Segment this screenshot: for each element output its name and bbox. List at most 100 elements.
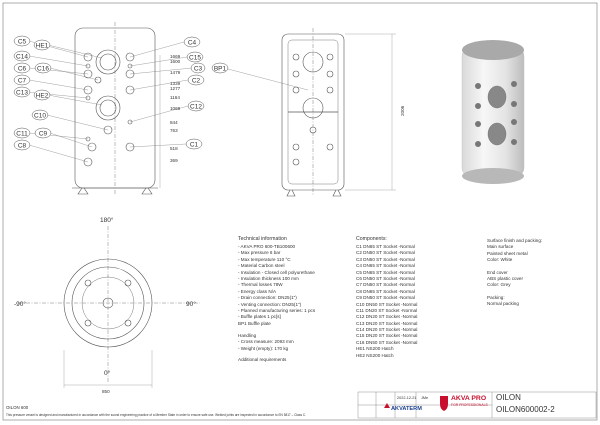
socket-c4 <box>125 52 135 62</box>
svg-text:C9: C9 <box>39 130 48 137</box>
callout: HE2 <box>33 89 51 101</box>
hatch-he1-inner <box>99 53 117 71</box>
list-item: Color: White <box>487 257 513 263</box>
socket-c16 <box>94 76 102 84</box>
socket-c9 <box>87 142 97 152</box>
plan-view <box>18 226 200 388</box>
render-hatch <box>487 85 507 109</box>
callout-bp1: BP1 <box>211 62 229 74</box>
height-label: 1339 <box>170 81 181 86</box>
list-item: - AKVA PRO 600-TB100600 <box>238 244 296 249</box>
packing-value: Normal packing <box>487 301 519 307</box>
socket-c8 <box>83 157 93 167</box>
svg-text:C11: C11 <box>16 130 28 137</box>
list-item: HE2 NS200 Hatch <box>356 352 394 358</box>
callout: C1 <box>185 138 203 150</box>
callout: C16 <box>34 62 52 74</box>
socket-c5 <box>83 52 93 62</box>
list-item: C16 DN50 ST Socket -Normal <box>356 339 418 345</box>
svg-text:BP1: BP1 <box>214 65 227 72</box>
list-item: C4 DN65 ST Socket -Normal <box>356 263 415 269</box>
list-item: - Planned manufacturing series: 1 pcs <box>238 307 316 313</box>
svg-text:C12: C12 <box>190 103 202 110</box>
list-item: C10 DN50 ST Socket -Normal <box>356 301 418 307</box>
list-item: C1 DN65 ST Socket -Normal <box>356 244 415 249</box>
footer-note: This pressure vessel is designed and man… <box>6 413 307 417</box>
list-item: - Venting connection: DN25(1") <box>238 301 302 307</box>
socket-c7 <box>83 85 93 95</box>
svg-text:C7: C7 <box>18 77 27 84</box>
handling-lines: - Cross measure: 2093 mm- Weight (empty)… <box>238 339 315 352</box>
list-item: C2 DN50 ST Socket -Normal <box>356 250 415 256</box>
svg-text:C6: C6 <box>18 65 27 72</box>
list-item: C9 DN50 ST Socket -Normal <box>356 295 415 301</box>
list-item: Main surface <box>487 244 514 250</box>
callout: C9 <box>34 127 52 139</box>
callout: C6 <box>13 62 31 74</box>
list-item: C13 DN20 ST Socket -Normal <box>356 320 418 326</box>
socket-c14 <box>85 63 91 69</box>
callout: C13 <box>13 86 31 98</box>
height-label: 1164 <box>170 95 180 100</box>
list-item: - Insulation - Closed cell polyurethane <box>238 269 315 275</box>
tank-bottom-cover <box>462 168 524 184</box>
callout: C15 <box>186 51 204 63</box>
svg-text:C4: C4 <box>188 39 197 46</box>
socket-c10 <box>103 125 113 135</box>
height-label: 844 <box>170 120 178 125</box>
height-label: 1669 <box>170 54 181 59</box>
list-item: - Energy class N/A <box>238 288 277 294</box>
title-block-date: 2022-12-21 <box>397 396 417 400</box>
technical-title: Technical information <box>238 236 287 242</box>
height-label: 1277 <box>170 86 181 91</box>
callout: C3 <box>190 62 206 74</box>
surface-finish: Surface finish and packing: Main surface… <box>487 238 542 308</box>
angle-right: 90° <box>186 300 196 308</box>
akva-pro-logo-icon <box>440 396 448 411</box>
overall-height-dimension: 2006 <box>345 33 405 191</box>
list-item: C15 DN20 ST Socket -Normal <box>356 333 418 339</box>
callout: C5 <box>13 35 31 47</box>
title-block-initials: JMe <box>421 396 429 400</box>
socket-c3 <box>125 69 135 79</box>
height-label: 1600 <box>170 59 181 64</box>
list-item: - Cross measure: 2093 mm <box>238 339 294 345</box>
title-block-frame <box>357 391 597 419</box>
tank-feet <box>77 187 153 195</box>
akvaterm-brand: AKVATERM <box>391 406 422 412</box>
akvaterm-logo-icon <box>384 403 390 408</box>
hatch-he2-section <box>302 97 324 119</box>
socket-c1 <box>125 142 135 152</box>
list-item: - Max pressure 6 bar <box>238 250 281 256</box>
list-item: C7 DN50 ST Socket -Normal <box>356 282 415 288</box>
section-view <box>281 28 345 197</box>
overall-height-label: 2006 <box>400 105 405 116</box>
list-item: C12 DN20 ST Socket -Normal <box>356 314 418 320</box>
callout: C7 <box>13 74 31 86</box>
height-label: 763 <box>170 128 178 133</box>
callout: C10 <box>31 109 49 121</box>
angle-left: -90° <box>14 300 26 308</box>
svg-text:C3: C3 <box>194 65 203 72</box>
tank-body <box>461 47 525 177</box>
sheet-frame <box>2 2 598 421</box>
list-item: - Buffle plates 1 pc[s] <box>238 314 281 320</box>
list-item: Painted sheet metal <box>487 250 528 256</box>
svg-text:C14: C14 <box>16 53 28 60</box>
callout: HE1 <box>33 39 51 51</box>
list-item: ABS plastic cover <box>487 275 523 281</box>
socket-c15 <box>127 63 133 69</box>
callouts-right: C4 C15 C3 C2 C12 C1 BP1 <box>183 36 229 150</box>
list-item: BP1 Buffle plate <box>238 320 271 326</box>
list-item: HE1 NS200 Hatch <box>356 346 394 352</box>
plan-view-labels: 180° -90° 90° 0° 850 <box>14 216 196 394</box>
plan-diameter: 850 <box>102 389 110 394</box>
list-item: - Max temperature 110 °C <box>238 256 291 262</box>
product-code: OILON600002-2 <box>496 405 555 414</box>
list-item: C11 DN20 ST Socket -Normal <box>356 307 418 313</box>
handling-title: Handling <box>238 333 257 339</box>
